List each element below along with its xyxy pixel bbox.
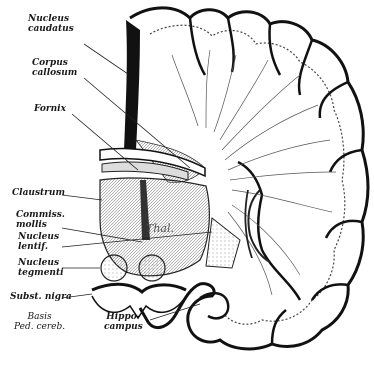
label-fornix: Fornix [34, 104, 66, 114]
label-nucleus-caudatus: Nucleus caudatus [28, 14, 74, 34]
sulcus-9 [272, 310, 286, 344]
sulcus-6 [330, 150, 362, 172]
label-basis-ped-cereb: Basis Ped. cereb. [14, 312, 65, 332]
nucleus-tegmenti-right [139, 255, 165, 281]
label-thalamus: Thal. [146, 222, 174, 235]
label-commiss-mollis: Commiss. mollis [16, 210, 65, 230]
label-corpus-callosum: Corpus callosum [32, 58, 77, 78]
sulcus-3 [269, 24, 280, 75]
label-hippocampus: Hippo- campus [104, 312, 143, 332]
sulcus-2 [228, 18, 234, 72]
label-nucleus-lentif: Nucleus lentif. [18, 232, 59, 252]
sulcus-7 [326, 221, 362, 238]
sulcus-1 [190, 18, 205, 75]
sylvian-fissure [238, 162, 300, 300]
sulcus-4 [299, 40, 312, 95]
sulcus-8 [312, 284, 348, 300]
sulcus-5 [320, 82, 348, 118]
label-claustrum: Claustrum [12, 188, 65, 198]
lateral-ventricle [124, 20, 140, 150]
nucleus-lentiformis [206, 218, 240, 268]
label-nucleus-tegmenti: Nucleus tegmenti [18, 258, 64, 278]
nucleus-tegmenti-left [101, 255, 127, 281]
label-subst-nigra: Subst. nigra [10, 292, 72, 302]
substantia-nigra [92, 284, 186, 292]
